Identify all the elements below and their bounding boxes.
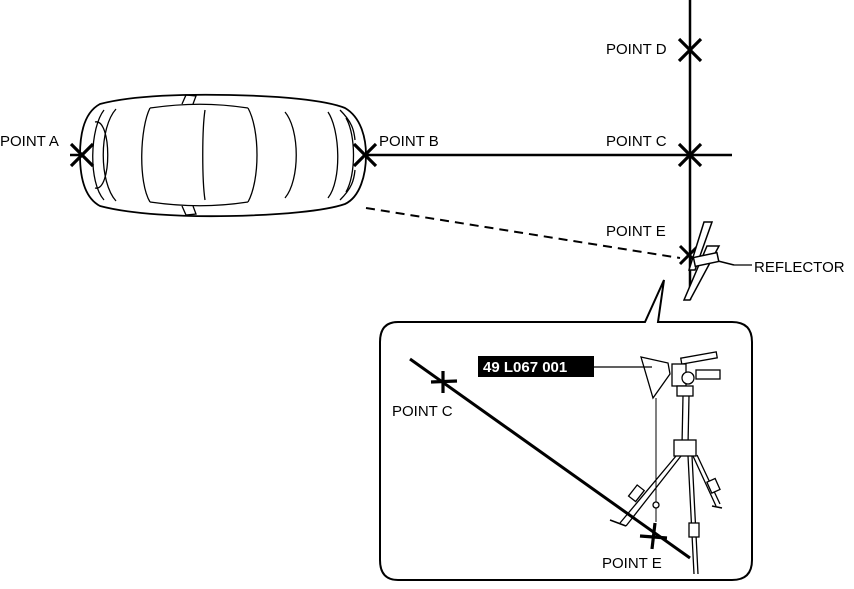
point-b-label: POINT B [379,133,439,150]
vehicle-top-view [79,93,367,218]
laser-sight-line [365,207,681,259]
part-number-text: 49 L067 001 [483,359,567,376]
point-c-marker [677,142,703,168]
inset-point-c-label: POINT C [392,403,453,420]
point-a-label: POINT A [0,133,59,150]
part-number-tag [478,356,594,377]
tripod-reflector-tool [609,351,723,575]
reflector-icon [682,221,735,301]
inset-point-e-label: POINT E [602,555,662,572]
point-b-marker [352,142,378,168]
point-e-label: POINT E [606,223,666,240]
inset-point-c-marker [430,371,458,393]
reflector-label: REFLECTOR [754,259,845,276]
point-d-marker [677,37,703,63]
point-a-marker [69,142,95,168]
point-c-label: POINT C [606,133,667,150]
inset-baseline [409,357,691,560]
inset-point-e-marker [639,522,668,550]
point-d-label: POINT D [606,41,667,58]
